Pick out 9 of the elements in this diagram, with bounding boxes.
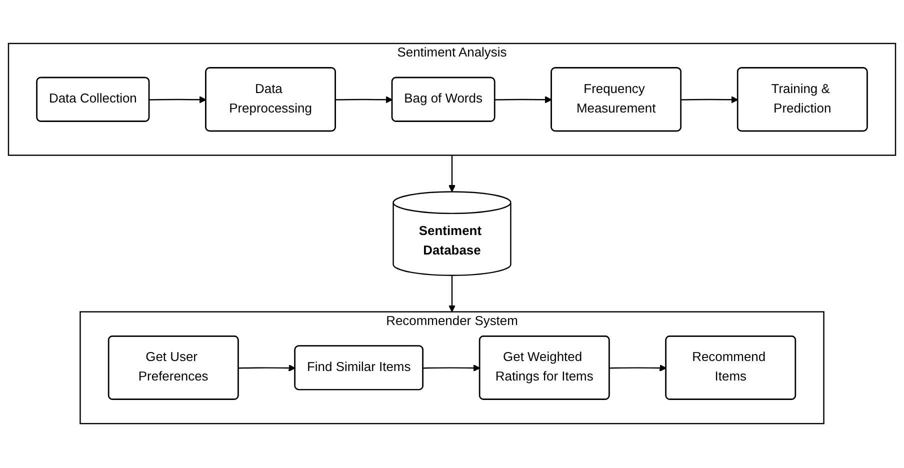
arrow: [494, 96, 552, 104]
arrow: [448, 156, 456, 192]
arrow: [610, 364, 667, 372]
arrow: [336, 96, 393, 104]
arrow: [149, 96, 206, 104]
arrow: [423, 364, 480, 372]
arrow: [681, 96, 738, 104]
arrow: [448, 276, 456, 313]
arrow: [238, 364, 296, 372]
